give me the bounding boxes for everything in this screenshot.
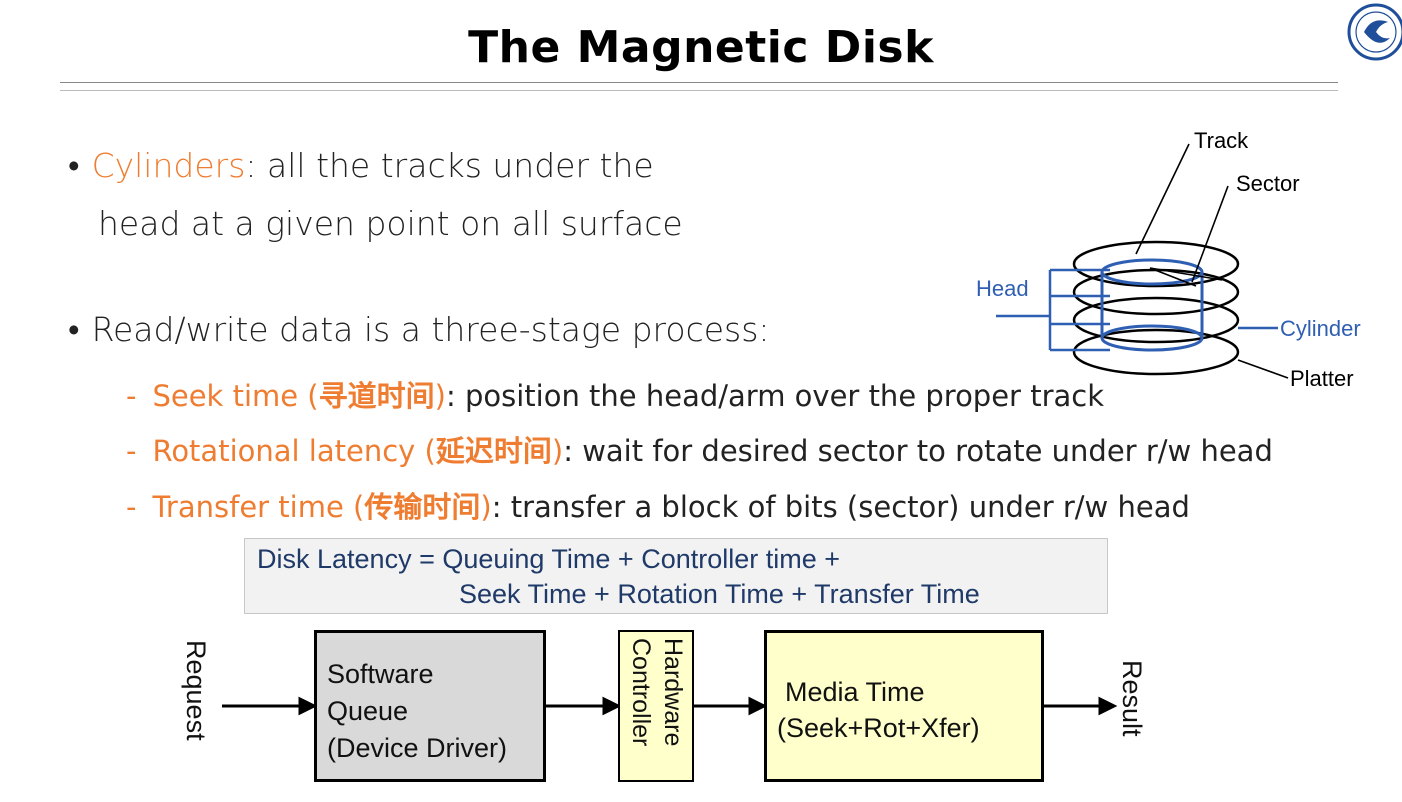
bullet-cylinders: • Cylinders: all the tracks under the [68, 146, 654, 185]
hardware-controller-line1: Hardware [659, 638, 687, 747]
disk-latency-formula: Disk Latency = Queuing Time + Controller… [244, 538, 1108, 614]
subitem-seek-time: -Seek time (寻道时间): position the head/arm… [126, 373, 1104, 415]
bullet-three-stage: • Read/write data is a three-stage proces… [68, 310, 770, 349]
media-time-box: Media Time (Seek+Rot+Xfer) [764, 630, 1044, 782]
title-divider [60, 82, 1338, 83]
bullet-marker: • [68, 146, 80, 185]
platter-1 [1072, 240, 1240, 288]
seek-time-label: Seek time ( [152, 379, 319, 413]
seek-time-desc: : position the head/arm over the proper … [445, 379, 1105, 413]
hardware-controller-line2: Controller [627, 638, 655, 747]
formula-line1: Disk Latency = Queuing Time + Controller… [257, 544, 841, 574]
software-queue-line2: Queue [327, 696, 409, 726]
transfer-time-close: ) [480, 490, 492, 524]
label-cylinder: Cylinder [1280, 316, 1361, 341]
seek-time-close: ) [434, 379, 446, 413]
dash-marker: - [126, 434, 137, 468]
slide-title: The Magnetic Disk [468, 22, 934, 73]
three-stage-text: Read/write data is a three-stage process… [91, 310, 770, 349]
university-logo-icon [1347, 3, 1402, 61]
disk-diagram: Track Sector Head Cylinder Platter [976, 128, 1361, 391]
formula-line2: Seek Time + Rotation Time + Transfer Tim… [459, 579, 980, 609]
rotational-latency-label: Rotational latency ( [152, 434, 436, 468]
platter-3 [1072, 296, 1240, 344]
dash-marker: - [126, 490, 137, 524]
label-track: Track [1194, 128, 1249, 153]
result-label: Result [1117, 660, 1147, 737]
label-platter: Platter [1290, 366, 1354, 391]
cylinders-definition: : all the tracks under the [245, 146, 654, 185]
bullet-marker: • [68, 310, 80, 349]
platter-4 [1072, 328, 1240, 376]
label-head: Head [976, 276, 1029, 301]
media-time-line2: (Seek+Rot+Xfer) [777, 713, 980, 743]
transfer-time-desc: : transfer a block of bits (sector) unde… [491, 490, 1190, 524]
transfer-time-chinese: 传输时间 [364, 490, 481, 524]
transfer-time-label: Transfer time ( [152, 490, 365, 524]
title-divider-secondary [60, 90, 1338, 91]
cylinders-definition-line2: head at a given point on all surface [98, 204, 683, 243]
label-sector: Sector [1236, 171, 1300, 196]
rotational-latency-desc: : wait for desired sector to rotate unde… [563, 434, 1273, 468]
hardware-controller-box: Hardware Controller [618, 630, 694, 782]
media-time-line1: Media Time [785, 677, 925, 707]
request-label: Request [181, 640, 211, 741]
cylinders-term: Cylinders [91, 146, 246, 185]
software-queue-line1: Software [327, 659, 434, 689]
subitem-transfer-time: -Transfer time (传输时间): transfer a block … [126, 484, 1190, 526]
seek-time-chinese: 寻道时间 [318, 379, 435, 413]
subitem-rotational-latency: -Rotational latency (延迟时间): wait for des… [126, 428, 1273, 470]
software-queue-line3: (Device Driver) [327, 733, 508, 763]
software-queue-box: Software Queue (Device Driver) [314, 630, 546, 782]
rotational-latency-close: ) [551, 434, 564, 468]
dash-marker: - [126, 379, 137, 413]
rotational-latency-chinese: 延迟时间 [435, 434, 552, 468]
